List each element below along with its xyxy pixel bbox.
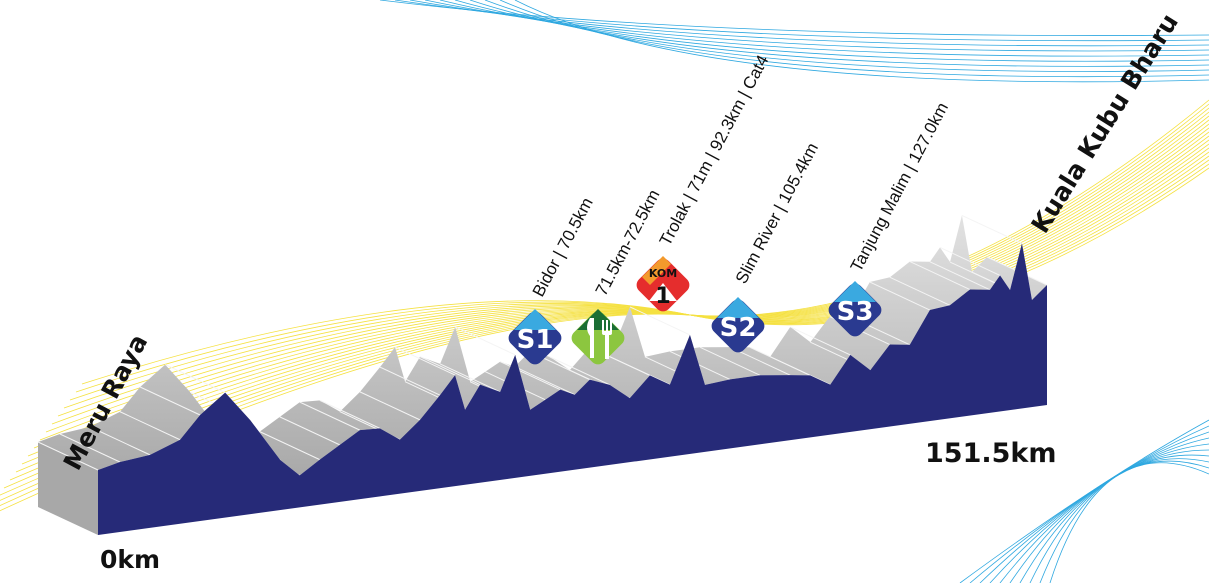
decorative-line — [514, 0, 1209, 83]
surface-stripe — [699, 346, 761, 376]
surface-stripe — [89, 426, 151, 456]
decorative-line — [484, 0, 1209, 72]
sprint-badge-text: S1 — [517, 325, 554, 355]
surface-stripe — [514, 366, 575, 396]
decorative-line — [469, 0, 1209, 67]
kom-badge: KOM 1 — [636, 256, 690, 312]
profile-surface-stripes — [37, 214, 1048, 476]
sprint-badge-text: S2 — [720, 313, 757, 343]
surface-stripe — [454, 326, 516, 356]
surface-stripe — [770, 356, 831, 386]
surface-stripe — [164, 364, 226, 394]
decorative-line — [454, 0, 1209, 62]
surface-stripe — [909, 261, 971, 290]
profile-side-face — [38, 442, 98, 535]
decorative-line — [394, 0, 1209, 42]
sprint-badge-s2: S2 — [711, 297, 765, 353]
decorative-line — [439, 0, 1209, 57]
surface-stripe — [139, 386, 201, 416]
decorative-line — [499, 0, 1209, 78]
surface-stripe — [500, 361, 561, 391]
surface-stripe — [279, 416, 341, 446]
feed-zone-badge — [571, 309, 625, 365]
surface-stripe — [790, 326, 851, 356]
marker-label-bidor: Bidor | 70.5km — [529, 194, 597, 299]
surface-stripe — [939, 246, 1001, 276]
sprint-badge-text: S3 — [837, 297, 874, 327]
elevation-profile — [98, 243, 1047, 536]
surface-stripe — [869, 281, 931, 311]
sprint-badge-s1: S1 — [508, 309, 562, 365]
surface-stripe — [439, 363, 501, 393]
surface-stripe — [299, 401, 361, 431]
decorative-line — [1049, 462, 1209, 583]
surface-stripe — [259, 431, 320, 461]
kom-badge-top-text: KOM — [649, 267, 677, 280]
surface-stripe — [961, 214, 1023, 244]
decorative-line — [81, 167, 1209, 385]
decorative-line — [1039, 460, 1209, 583]
decorative-line — [379, 0, 1209, 36]
profile-top-surface — [38, 215, 1047, 476]
surface-stripe — [319, 399, 381, 429]
surface-stripe — [394, 346, 456, 376]
surface-stripe — [419, 356, 481, 386]
fork-knife-icon — [587, 318, 612, 359]
surface-stripe — [669, 350, 731, 380]
decorative-line — [424, 0, 1209, 52]
surface-stripe — [37, 441, 99, 471]
surface-stripe — [359, 391, 421, 421]
surface-stripe — [889, 276, 951, 306]
surface-stripe — [629, 306, 691, 336]
start-distance: 0km — [100, 545, 160, 574]
kom-badge-number: 1 — [655, 284, 670, 309]
finish-distance: 151.5km — [925, 438, 1057, 469]
marker-label-trolak: Trolak | 71m | 92.3km | Cat4 — [656, 52, 773, 249]
surface-stripe — [379, 366, 441, 396]
finish-name: Kuala Kubu Bharu — [1025, 8, 1184, 238]
surface-stripe — [549, 356, 610, 386]
marker-label-tanjung-malim: Tanjung Malim | 127.0km — [847, 99, 952, 275]
surface-stripe — [119, 411, 181, 441]
marker-label-slim-river: Slim River | 105.4km — [732, 140, 822, 287]
surface-stripe — [59, 433, 121, 463]
surface-stripe — [609, 356, 671, 386]
surface-stripe — [929, 261, 991, 291]
sprint-badge-s3: S3 — [828, 281, 882, 337]
